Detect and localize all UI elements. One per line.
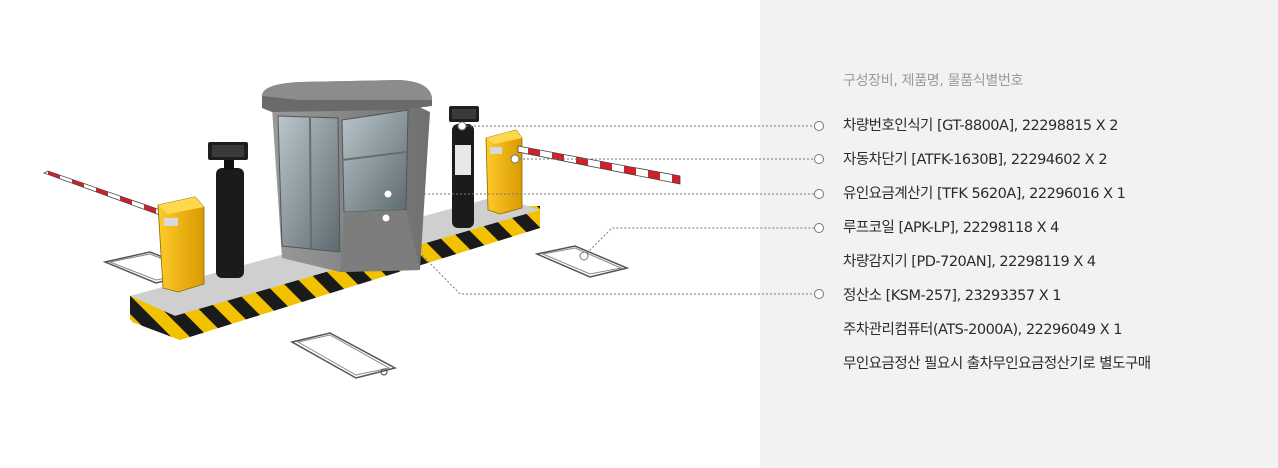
loop-coil-right [534,245,630,278]
spec-unmanned-note: 무인요금정산 필요시 출차무인요금정산기로 별도구매 [843,356,1151,372]
toll-booth [262,80,432,272]
spec-toll-booth: 정산소 [KSM-257], 23293357 X 1 [843,288,1061,304]
island-platform [130,196,540,340]
spec-vehicle-detector: 차량감지기 [PD-720AN], 22298119 X 4 [843,254,1096,270]
callout-lines [385,125,818,295]
spec-loop-coil: 루프코일 [APK-LP], 22298118 X 4 [843,220,1059,236]
spec-panel [760,0,1278,468]
barrier-gate-left [157,196,205,293]
spec-auto-barrier: 자동차단기 [ATFK-1630B], 22294602 X 2 [843,152,1108,168]
barrier-arm-left [42,170,173,219]
spec-lpr-camera: 차량번호인식기 [GT-8800A], 22298815 X 2 [843,118,1119,134]
barrier-gate-right [485,129,523,215]
barrier-arm-right [517,145,681,185]
callout-dots [381,121,824,299]
spec-fee-calculator: 유인요금계산기 [TFK 5620A], 22296016 X 1 [843,186,1126,202]
spec-parking-computer: 주차관리컴퓨터(ATS-2000A), 22296049 X 1 [843,322,1123,338]
fee-terminal [449,106,479,228]
component-list-heading: 구성장비, 제품명, 물품식별번호 [843,73,1024,89]
lpr-camera-left [208,142,248,278]
loop-coil-front [289,332,398,379]
